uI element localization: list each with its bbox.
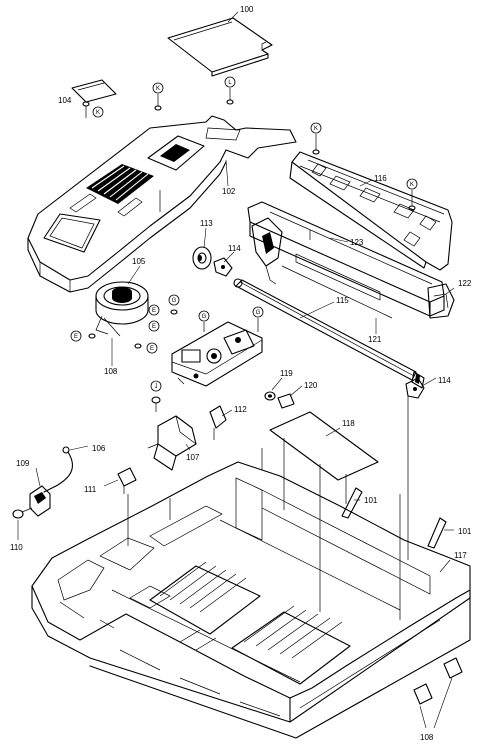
marker-letter: E: [150, 346, 154, 352]
leader-lines: [17, 11, 455, 729]
callout-109: 109: [16, 459, 30, 468]
callout-106: 106: [92, 444, 106, 453]
callout-110: 110: [10, 543, 23, 552]
part-114-bushing-right: [405, 377, 425, 399]
part-110-plug: [12, 507, 33, 519]
marker-letter: K: [410, 182, 414, 188]
callout-116: 116: [374, 174, 387, 183]
callout-118: 118: [342, 419, 355, 428]
part-106-cable: [43, 446, 73, 493]
callout-117: 117: [454, 551, 467, 560]
part-121-guide-rod: [281, 265, 393, 319]
callout-104: 104: [58, 96, 72, 105]
part-117-base-housing: [31, 396, 471, 739]
callout-114: 114: [438, 376, 451, 385]
callout-labels: 100 104 102 116 113 114 123 122 105 115 …: [10, 5, 472, 742]
fastener-marker: L: [224, 76, 236, 105]
fastener-marker: G: [252, 306, 264, 332]
marker-letter: K: [156, 86, 160, 92]
part-115-platen-roller: [233, 278, 425, 389]
fastener-marker: G: [198, 310, 210, 332]
part-114-bushing-left: [213, 257, 233, 277]
callout-123: 123: [350, 238, 364, 247]
fastener-marker: E: [148, 304, 160, 316]
callout-108: 108: [420, 733, 434, 742]
callout-108: 108: [104, 367, 118, 376]
part-101-spring-a: [341, 487, 363, 519]
part-109-connector: [29, 485, 51, 517]
part-102-upper-cover: [27, 115, 297, 293]
part-107-paper-guide: [147, 415, 197, 471]
fastener-marker: E: [148, 320, 160, 332]
marker-letter: E: [152, 324, 156, 330]
part-118-sheet: [269, 411, 379, 481]
part-104-label: [71, 79, 117, 103]
marker-letter: L: [228, 80, 232, 86]
part-123-carriage-assembly: [247, 201, 445, 317]
marker-letter: G: [202, 314, 207, 320]
callout-120: 120: [304, 381, 318, 390]
callout-101: 101: [458, 527, 472, 536]
callout-115: 115: [336, 296, 349, 305]
callout-122: 122: [458, 279, 472, 288]
marker-letter: G: [256, 310, 261, 316]
part-112-latch: [209, 405, 227, 440]
part-101-spring-b: [427, 517, 447, 549]
fastener-marker: G: [168, 294, 180, 315]
marker-letter: J: [155, 384, 158, 390]
fastener-marker: K: [82, 101, 104, 118]
part-100-access-cover: [167, 17, 273, 77]
callout-112: 112: [234, 405, 247, 414]
callout-114: 114: [228, 244, 241, 253]
part-111-clip: [117, 467, 137, 494]
fastener-marker: K: [310, 122, 322, 155]
part-105-motor: [95, 281, 149, 337]
callout-113: 113: [200, 219, 213, 228]
marker-letter: K: [314, 126, 318, 132]
callout-107: 107: [186, 453, 200, 462]
callout-111: 111: [84, 485, 97, 494]
marker-letter: E: [152, 308, 156, 314]
callout-119: 119: [280, 369, 293, 378]
marker-letter: G: [172, 298, 177, 304]
callout-101: 101: [364, 496, 378, 505]
fastener-marker: K: [152, 82, 164, 111]
callout-121: 121: [368, 335, 382, 344]
callout-105: 105: [132, 257, 146, 266]
marker-letter: K: [96, 110, 100, 116]
part-120-clip: [277, 393, 295, 409]
fastener-marker: J: [150, 380, 162, 412]
part-108-circuit-board: [171, 321, 263, 387]
part-119-roller-small: [264, 391, 276, 401]
callout-102: 102: [222, 187, 236, 196]
marker-letter: E: [74, 334, 78, 340]
part-113-gear: [192, 246, 212, 270]
callout-100: 100: [240, 5, 254, 14]
fastener-marker: E: [70, 330, 96, 342]
part-116-rail-cover: [289, 151, 453, 271]
fastener-marker: K: [406, 178, 418, 211]
fastener-marker: E: [134, 342, 158, 354]
